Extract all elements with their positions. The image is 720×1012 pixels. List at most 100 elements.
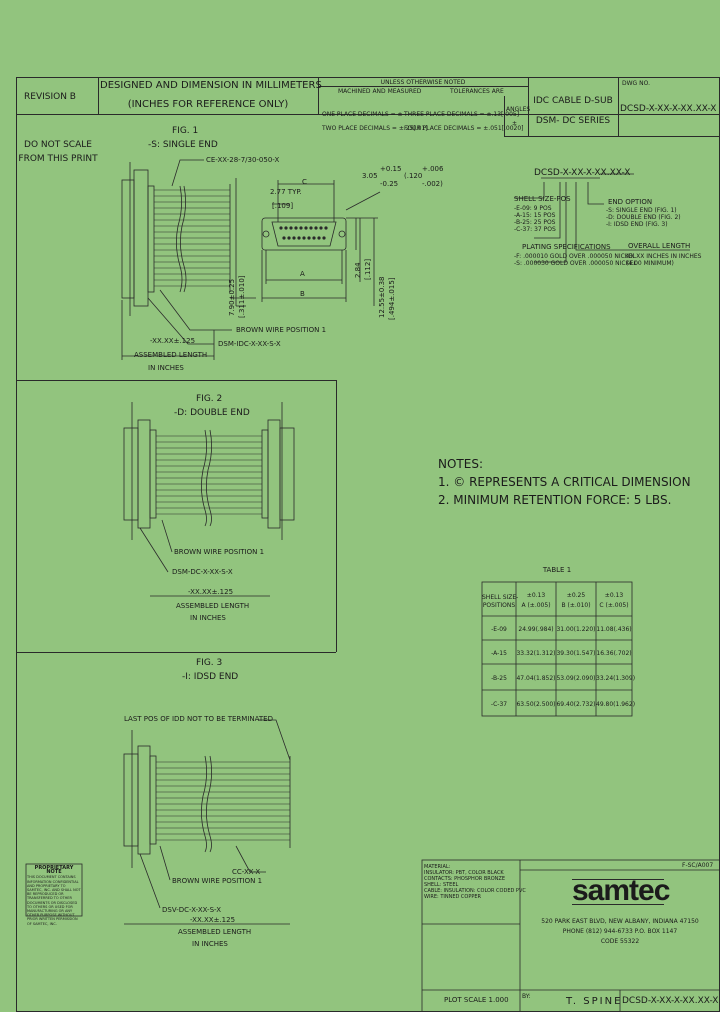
company-address-1: 520 PARK EAST BLVD, NEW ALBANY, INDIANA …	[541, 918, 699, 925]
end-opt-double: -D: DOUBLE END (FIG. 2)	[606, 214, 681, 221]
fig3-in-inches: IN INCHES	[192, 940, 228, 948]
fig1-tol-nominal: 3.05	[362, 172, 378, 180]
material-line: CABLE: INSULATION: COLOR CODED PVC	[424, 888, 526, 894]
table-cell: 11.08(.436)	[596, 626, 632, 633]
fig1-title: FIG. 1	[172, 126, 199, 136]
one-place-decimal: ONE PLACE DECIMALS = ±	[322, 111, 403, 118]
fig1-in-inches: IN INCHES	[148, 364, 184, 372]
fig2-dsm-label: DSM-DC-X-XX-S-X	[172, 568, 233, 576]
fig1-height-2-inches: [.311±.010]	[238, 275, 246, 319]
fig1-tol-minus: -0.25	[380, 180, 399, 188]
plot-scale: PLOT SCALE 1.000	[444, 996, 509, 1004]
tolerance-sub2: TOLERANCES ARE	[450, 88, 504, 95]
fig1-dim-c: C	[302, 178, 307, 186]
do-not-scale-text: DO NOT SCALE	[24, 140, 92, 150]
material-line: WIRE: TINNED COPPER	[424, 894, 482, 900]
table-row: -A-15	[491, 650, 507, 657]
fig3-subtitle: -I: IDSD END	[182, 672, 239, 682]
fig2-subtitle: -D: DOUBLE END	[174, 408, 250, 418]
end-option-title: END OPTION	[608, 198, 653, 206]
two-place-decimal: TWO PLACE DECIMALS = ±.25[.01]	[322, 125, 428, 132]
fig1-dim-b: B	[300, 290, 305, 298]
four-place-decimal: FOUR PLACE DECIMALS = ±.051[.0020]	[404, 125, 524, 132]
fig1-tol-in-nominal: (.120	[404, 172, 423, 180]
material-line: SHELL: STEEL	[424, 882, 459, 888]
fig1-cable-label: CE-XX-28-7/30-050-X	[206, 156, 280, 164]
fig3-title: FIG. 3	[196, 658, 223, 668]
shell-opt-e09: -E-09: 9 POS	[514, 205, 552, 212]
overall-opt-1: XX.XX INCHES IN INCHES	[626, 253, 702, 260]
footer-part-number: DCSD-X-XX-X-XX.XX-X	[622, 996, 719, 1006]
table-cell: 39.30(1.547)	[556, 650, 596, 657]
tolerance-sub1: MACHINED AND MEASURED	[338, 88, 422, 95]
proprietary-body: THIS DOCUMENT CONTAINS INFORMATION CONFI…	[27, 875, 81, 926]
product-title-line1: IDC CABLE D-SUB	[533, 96, 613, 106]
overall-opt-2: (4.00 MINIMUM)	[626, 260, 674, 267]
three-place-decimal: THREE PLACE DECIMALS = ±.13[.005]	[404, 111, 520, 118]
dwg-no-label: DWG NO.	[622, 80, 650, 87]
drawn-by-label: BY:	[522, 993, 531, 1000]
fig1-brown-wire-label: BROWN WIRE POSITION 1	[236, 326, 327, 334]
fig1-length: -XX.XX±.125	[150, 337, 196, 345]
table-row: -E-09	[491, 626, 507, 633]
material-line: CONTACTS: PHOSPHOR BRONZE	[424, 876, 505, 882]
fig1-height-2: 7.90±0.25	[228, 278, 236, 316]
table-cell: 33.32(1.312)	[516, 650, 556, 657]
table-cell: 33.24(1.309)	[596, 675, 636, 682]
table-cell: 53.09(2.090)	[556, 675, 596, 682]
shell-opt-b25: -B-25: 25 POS	[514, 219, 556, 226]
material-line: INSULATOR: PBT, COLOR BLACK	[424, 870, 504, 876]
company-address-2: PHONE (812) 944-6733 P.O. BOX 1147	[562, 928, 678, 935]
fig2-length: -XX.XX±.125	[188, 588, 234, 596]
fig1-tol-plus: +0.15	[380, 165, 402, 173]
fig3-last-pos-label: LAST POS OF IDD NOT TO BE TERMINATED	[124, 715, 273, 723]
order-code: DCSD-X-XX-X-XX.XX-X	[534, 168, 631, 178]
end-opt-single: -S: SINGLE END (FIG. 1)	[606, 207, 677, 214]
plating-title: PLATING SPECIFICATIONS	[522, 243, 611, 251]
fig1-height-1: 2.84	[354, 262, 362, 278]
note-1: 1. © REPRESENTS A CRITICAL DIMENSION	[438, 475, 691, 489]
plating-opt-f: -F: .000010 GOLD OVER .000050 NICKEL	[514, 253, 636, 260]
fig1-assembled-length: ASSEMBLED LENGTH	[134, 351, 208, 359]
end-opt-idsd: -I: IDSD END (FIG. 3)	[606, 221, 668, 228]
table1-h-c-tol: ±0.13	[604, 592, 624, 599]
table-row: -C-37	[490, 701, 508, 708]
fig3-length: -XX.XX±.125	[190, 916, 236, 924]
fig3-cc-label: CC-XX-X	[232, 868, 261, 876]
fig1-height-1-inches: [.112]	[364, 258, 372, 280]
plating-opt-s: -S: .000030 GOLD OVER .000050 NICKEL	[514, 260, 637, 267]
drawing-part-number: DCSD-X-XX-X-XX.XX-X	[620, 104, 717, 114]
materials-title: MATERIAL:	[424, 864, 451, 870]
drawn-by-name: T. SPINE	[566, 996, 623, 1007]
company-code: CODE 55322	[600, 938, 640, 945]
fig3-dsm-label: DSV-DC-X-XX-S-X	[162, 906, 222, 914]
angles-label: ANGLES	[506, 106, 531, 113]
doc-reference: F-SC/A007	[682, 862, 714, 869]
fig2-brown-wire-label: BROWN WIRE POSITION 1	[174, 548, 265, 556]
overall-length-title: OVERALL LENGTH	[628, 242, 691, 250]
angles-value: ±	[512, 120, 518, 127]
fig1-height-3: 12.55±0.38	[378, 276, 386, 319]
tolerance-header: UNLESS OTHERWISE NOTED	[380, 79, 466, 86]
shell-opt-c37: -C-37: 37 POS	[514, 226, 556, 233]
shell-size-title: SHELL SIZE-POS	[514, 195, 571, 203]
table1-h-b-tol: ±0.25	[566, 592, 586, 599]
proprietary-title: PROPRIETARY NOTE	[34, 865, 74, 876]
table-cell: 47.04(1.852)	[516, 675, 556, 682]
designed-in-mm-text: DESIGNED AND DIMENSION IN MILLIMETERS	[100, 80, 322, 91]
note-2: 2. MINIMUM RETENTION FORCE: 5 LBS.	[438, 493, 672, 507]
product-title-line2: DSM- DC SERIES	[535, 116, 611, 126]
table1-h-c: C (±.005)	[599, 602, 629, 609]
shell-opt-a15: -A-15: 15 POS	[514, 212, 556, 219]
table1-h-shell2: POSITIONS	[482, 602, 516, 609]
fig3-assembled-length: ASSEMBLED LENGTH	[178, 928, 252, 936]
fig2-assembled-length: ASSEMBLED LENGTH	[176, 602, 250, 610]
table1-h-a-tol: ±0.13	[526, 592, 546, 599]
table1-title: TABLE 1	[542, 566, 572, 574]
fig1-pitch-dim: 2.77 TYP.	[270, 188, 302, 196]
table-cell: 24.99(.984)	[518, 626, 554, 633]
fig1-subtitle: -S: SINGLE END	[148, 140, 218, 150]
table1-h-a: A (±.005)	[521, 602, 551, 609]
fig1-pitch-inches: [.109]	[272, 202, 294, 210]
